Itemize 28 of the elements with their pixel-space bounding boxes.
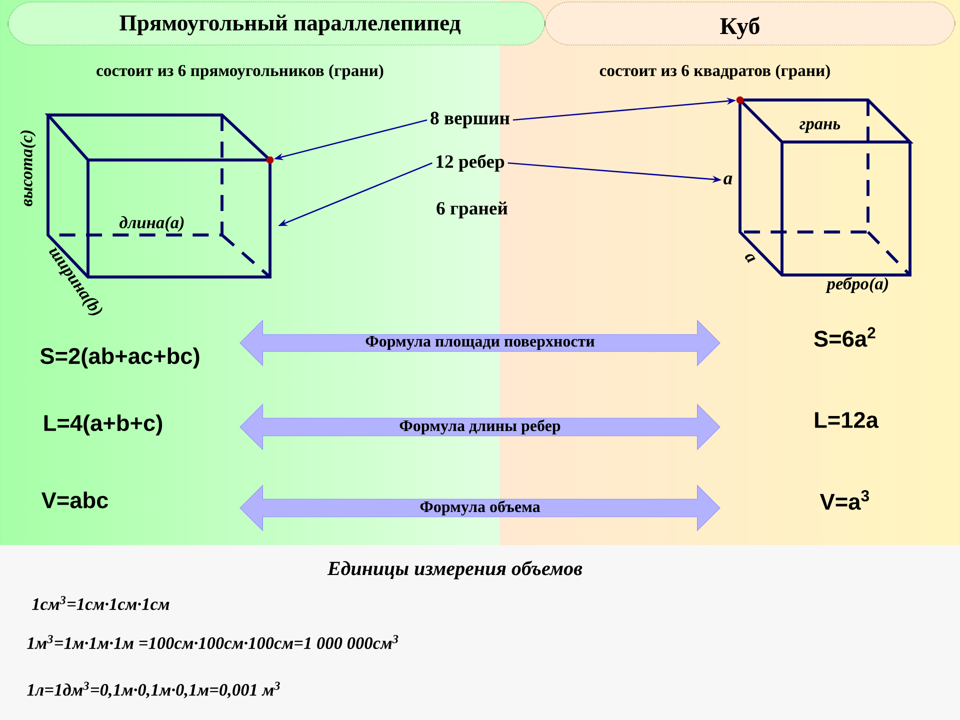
count-text: 8 вершин: [430, 112, 510, 128]
formula-text: V=a$^{3}$: [820, 490, 869, 510]
dimension-label: длина(a): [119, 216, 184, 232]
edge-letter: a: [724, 176, 732, 184]
formula-text: L=12a: [815, 412, 879, 428]
formula-text: S=2(ab+ac+bc): [40, 347, 200, 369]
face-label: грань: [800, 121, 840, 133]
count-text: 6 граней: [436, 202, 508, 218]
double-arrow-band: Формула длины ребер: [240, 404, 720, 450]
double-arrow-band: Формула объема: [240, 484, 720, 532]
formula-text: V=abc: [41, 492, 108, 508]
double-arrow-band: Формула площади поверхности: [240, 320, 720, 366]
unit-equation: 1м$^{3}$=1м·1м·1м =100см·100см·100см=1 000 000см$^{3}$: [27, 635, 398, 649]
unit-equation: 1л=1дм$^{3}$=0,1м·0,1м·0,1м=0,001 м$^{3}$: [27, 682, 280, 698]
count-text: 12 ребер: [436, 154, 504, 172]
heading: Прямоугольный параллелепипед: [120, 14, 461, 36]
formula-text: L=4(a+b+c): [44, 414, 162, 436]
dimension-label: a: [745, 254, 756, 264]
vertex-dot: [736, 96, 744, 104]
section-heading: Единицы измерения объемов: [327, 560, 582, 580]
unit-equation: 1см$^{3}$=1см·1см·1см: [32, 596, 170, 610]
subtitle: состоит из 6 прямоугольников (грани): [96, 64, 384, 80]
subtitle: состоит из 6 квадратов (грани): [600, 64, 830, 80]
dimension-label: высота(с): [20, 130, 36, 206]
dimension-label: ребро(a): [826, 276, 888, 294]
vertex-dot: [266, 156, 274, 164]
formula-text: S=6a$^{2}$: [814, 327, 876, 347]
heading: Куб: [720, 16, 760, 40]
